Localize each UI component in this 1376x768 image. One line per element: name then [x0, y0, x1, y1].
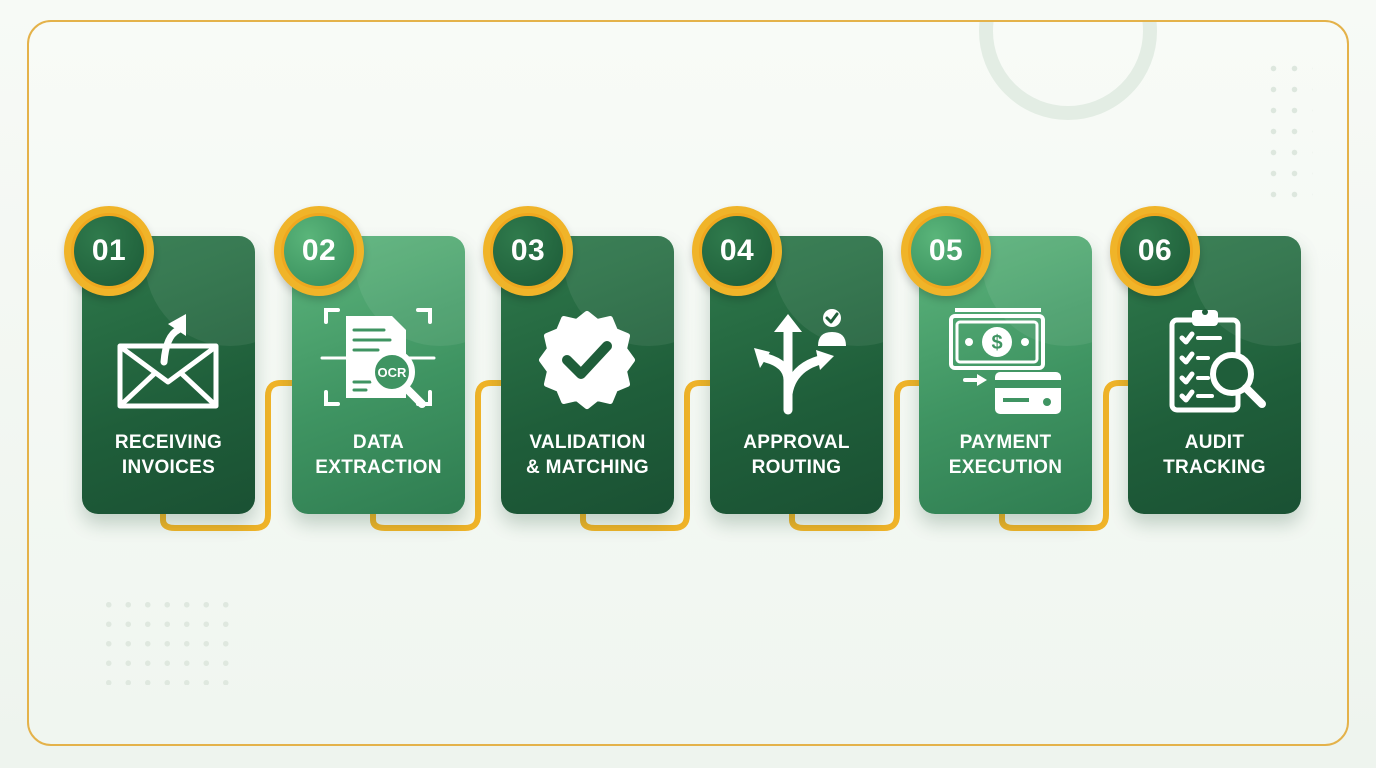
ocr-text: OCR [378, 365, 408, 380]
step-label: AUDIT TRACKING [1128, 430, 1301, 480]
route-arrows-approver-icon [754, 309, 846, 415]
step-number: 06 [1120, 216, 1190, 286]
decorative-dot-grid [99, 595, 229, 685]
step-card-payment-execution: $ PAYMENT EXECUTION [919, 236, 1092, 514]
step-label: PAYMENT EXECUTION [919, 430, 1092, 480]
step-number-badge: 05 [901, 206, 991, 296]
step-label-line: TRACKING [1163, 457, 1266, 478]
step-label: RECEIVING INVOICES [82, 430, 255, 480]
step-label: APPROVAL ROUTING [710, 430, 883, 480]
step-number-badge: 04 [692, 206, 782, 296]
checkmark-badge-icon [539, 311, 635, 409]
step-label: VALIDATION & MATCHING [501, 430, 674, 480]
step-card-receiving-invoices: RECEIVING INVOICES [82, 236, 255, 514]
step-number-badge: 01 [64, 206, 154, 296]
step-number: 04 [702, 216, 772, 286]
step-label-line: INVOICES [121, 457, 216, 478]
currency-symbol: $ [991, 332, 1002, 354]
step-label-line: PAYMENT [959, 432, 1052, 453]
cash-card-payment-icon: $ [949, 308, 1061, 414]
step-label-line: RECEIVING [114, 432, 223, 453]
step-number: 03 [493, 216, 563, 286]
ocr-document-scan-icon: OCR [320, 308, 436, 408]
step-label-line: VALIDATION [529, 432, 646, 453]
step-number: 02 [284, 216, 354, 286]
step-number-badge: 06 [1110, 206, 1200, 296]
step-label-line: EXECUTION [948, 457, 1063, 478]
step-label-line: EXTRACTION [315, 457, 442, 478]
step-label-line: DATA [352, 432, 405, 453]
step-number: 01 [74, 216, 144, 286]
step-number: 05 [911, 216, 981, 286]
clipboard-magnifier-icon [1169, 309, 1266, 413]
step-number-badge: 03 [483, 206, 573, 296]
decorative-dot-grid [1263, 58, 1313, 198]
step-label: DATA EXTRACTION [292, 430, 465, 480]
step-label-line: ROUTING [751, 457, 842, 478]
step-number-badge: 02 [274, 206, 364, 296]
step-label-line: AUDIT [1184, 432, 1245, 453]
envelope-upload-icon [117, 314, 219, 409]
step-label-line: & MATCHING [526, 457, 649, 478]
decorative-ring [979, 22, 1157, 120]
step-label-line: APPROVAL [743, 432, 850, 453]
